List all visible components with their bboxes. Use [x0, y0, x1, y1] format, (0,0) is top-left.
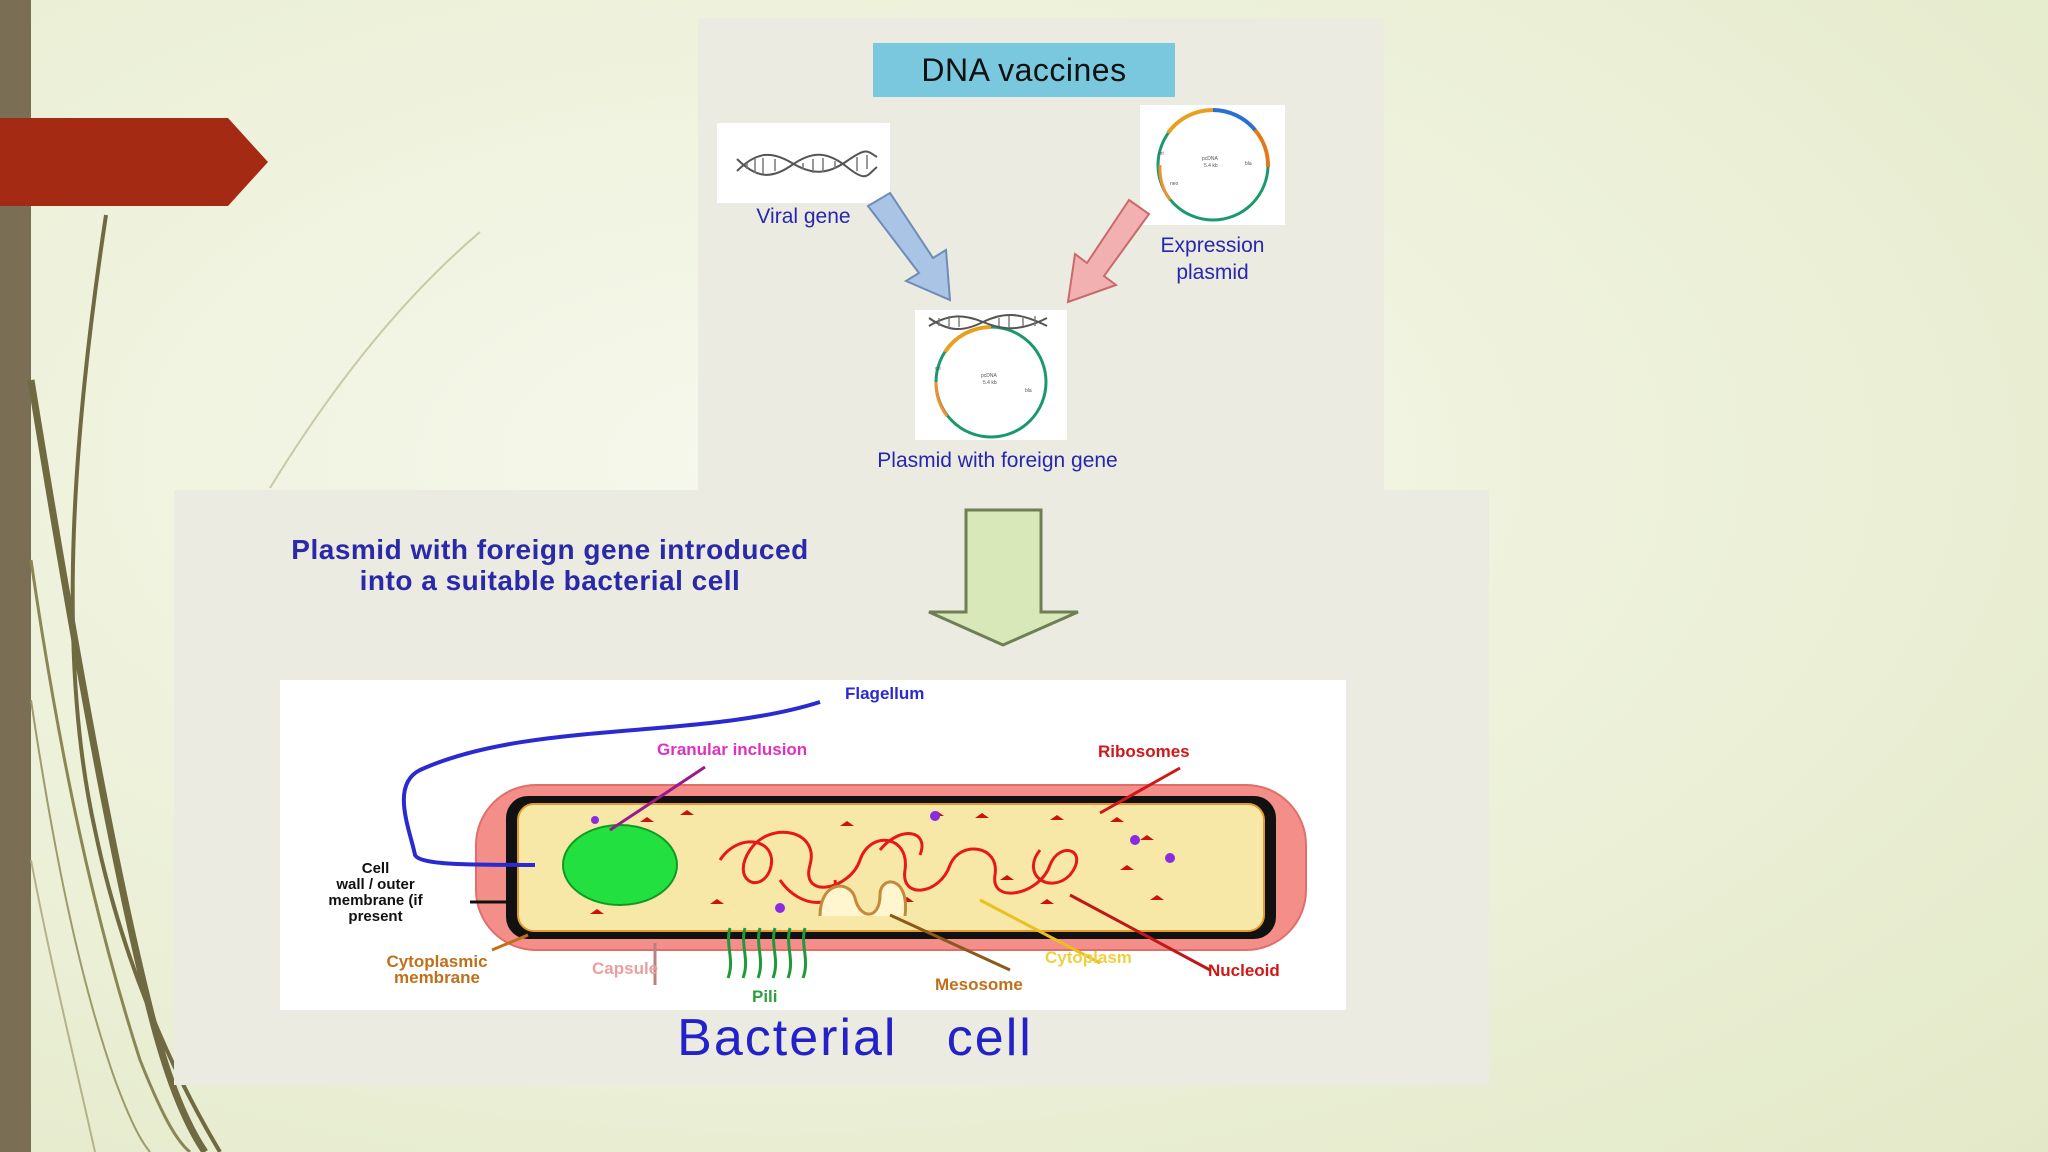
intro-line-1: Plasmid with foreign gene introduced: [291, 534, 809, 565]
capsule-label: Capsule: [592, 959, 659, 978]
viral-gene-label: Viral gene: [756, 205, 851, 228]
svg-text:ori: ori: [935, 366, 941, 372]
ribosomes-label: Ribosomes: [1098, 742, 1190, 761]
flagellum-label: Flagellum: [845, 684, 925, 703]
svg-text:bla: bla: [1245, 161, 1252, 167]
bacterial-cell-title: Bacterial cell: [677, 1009, 1033, 1067]
pointer-lines: [470, 765, 1211, 985]
pili-lines: [726, 927, 808, 979]
bacterial-cell-drawing: [401, 700, 1307, 985]
intro-line-2: into a suitable bacterial cell: [359, 565, 741, 596]
title-tag-shape: [0, 118, 268, 206]
svg-text:pcDNA: pcDNA: [1202, 156, 1219, 162]
flagellum-line: [401, 700, 821, 867]
svg-text:5.4 kb: 5.4 kb: [983, 380, 997, 386]
granule-dots: [591, 811, 1175, 913]
dna-vaccines-title: DNA vaccines: [873, 43, 1175, 97]
svg-text:bla: bla: [1025, 388, 1032, 394]
plasmid-foreign-gene-label: Plasmid with foreign gene: [877, 449, 1118, 472]
ribosome-dots: [590, 810, 1164, 914]
svg-text:ori: ori: [1158, 151, 1164, 157]
mesosome-fold: [818, 880, 908, 917]
cell-wall-label: Cell wall / outer membrane (if present: [328, 860, 423, 925]
cytoplasmic-membrane-label: Cytoplasmic membrane: [386, 952, 488, 987]
intro-text: Plasmid with foreign gene introduced int…: [190, 534, 910, 596]
expression-plasmid-label: Expression plasmid: [1160, 234, 1265, 284]
viral-gene-image: [717, 123, 890, 203]
granular-inclusion-label: Granular inclusion: [657, 740, 808, 759]
nucleoid-label: Nucleoid: [1208, 961, 1280, 980]
svg-text:neo: neo: [1170, 181, 1179, 187]
bacterial-cell-illustration: Flagellum Granular inclusion Ribosomes C…: [280, 680, 1346, 1010]
mesosome-label: Mesosome: [935, 975, 1023, 994]
svg-text:5.4 kb: 5.4 kb: [1204, 163, 1218, 169]
dna-helix-icon: [736, 150, 878, 178]
granular-inclusion: [562, 824, 678, 906]
svg-text:pcDNA: pcDNA: [981, 373, 998, 379]
pili-label: Pili: [752, 987, 778, 1006]
cytoplasm-label: Cytoplasm: [1045, 948, 1132, 967]
